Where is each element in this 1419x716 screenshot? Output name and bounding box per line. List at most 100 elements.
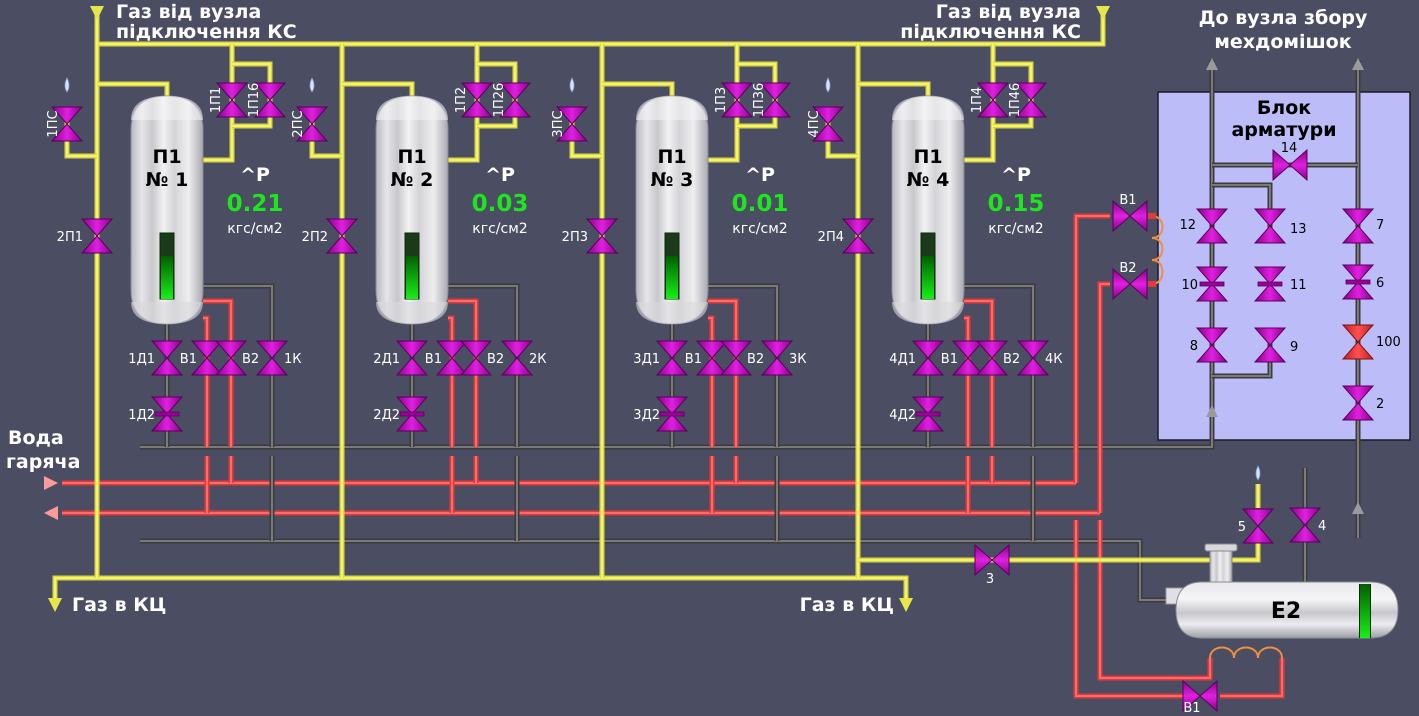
valve-В2-unit1[interactable] [214,340,248,376]
vessel-bottom-cap [892,302,964,324]
valve-e2-3[interactable] [974,543,1010,577]
valve-block-14[interactable] [1272,148,1308,182]
valve-2П4[interactable] [841,218,875,254]
valve-3Д2[interactable] [655,396,689,432]
gas-arrow-down-icon [1096,6,1110,20]
valve-block-12[interactable] [1195,208,1229,244]
valve-label-v1: В1 [180,352,197,367]
valve-block-8-upper-half [1195,327,1229,346]
valve-block-100[interactable] [1341,324,1375,360]
dp-label: ^P [240,164,270,186]
valve-2П3[interactable] [585,218,619,254]
vessel-title: П1 [657,146,686,168]
valve-2ПС[interactable] [295,106,329,142]
valve-1П3[interactable] [720,82,754,118]
valve-В2-unit2[interactable] [459,340,493,376]
valve-e2-3-right-half [991,543,1010,577]
valve-e2-b1[interactable] [1182,679,1218,713]
valve-1П2[interactable] [460,82,494,118]
valve-1Д2[interactable] [150,396,184,432]
valve-2Д2[interactable] [395,396,429,432]
valve-4Д2-gate-bar [915,411,941,417]
valve-block-10-upper-half [1195,266,1229,285]
level-gauge-fill [406,256,418,299]
valve-4Д2-upper-half [911,396,945,415]
valve-1Д1[interactable] [150,340,184,376]
valve-В1-unit3-lower-half [695,357,729,376]
drain-pipe-core [964,285,1034,447]
flow-arrow-up-icon [1352,58,1364,70]
valve-block-6[interactable] [1341,264,1375,300]
drain-pipe [140,538,1178,603]
valve-В1-unit1[interactable] [190,340,224,376]
valve-block-2[interactable] [1341,385,1375,421]
gas-pipe-core [342,83,413,96]
flare-flame-icon [1255,465,1261,481]
valve-label-100: 100 [1376,335,1401,350]
valve-2Д1[interactable] [395,340,429,376]
valve-e2-4[interactable] [1288,507,1322,543]
valve-1П26[interactable] [498,82,532,118]
valve-block-10[interactable] [1195,266,1229,302]
valve-e2-4-lower-half [1288,524,1322,543]
valve-label-12: 12 [1179,218,1196,233]
vessel-title: П1 [397,146,426,168]
water-pipe-core [448,317,453,447]
valve-В2-unit3[interactable] [719,340,753,376]
valve-1ПС[interactable] [50,106,84,142]
valve-1П46[interactable] [1014,82,1048,118]
valve-4К[interactable] [1016,340,1050,376]
valve-block-12-lower-half [1195,225,1229,244]
valve-1П1[interactable] [215,82,249,118]
valve-1К[interactable] [255,340,289,376]
valve-block-100-lower-half [1341,341,1375,360]
valve-3Д1[interactable] [655,340,689,376]
valve-block-2-upper-half [1341,385,1375,404]
valve-1П16[interactable] [253,82,287,118]
valve-3ПС[interactable] [555,106,589,142]
valve-4Д1-upper-half [911,340,945,359]
gas-pipe-core [858,530,1259,561]
valve-1П16-lower-half [253,99,287,118]
valve-1П3-lower-half [720,99,754,118]
valve-4Д1[interactable] [911,340,945,376]
valve-label-3Д2: 3Д2 [633,408,660,423]
valve-block-8[interactable] [1195,327,1229,363]
valve-block-13[interactable] [1253,208,1287,244]
valve-heater-b2[interactable] [1112,267,1148,301]
valve-block-9[interactable] [1253,327,1287,363]
valve-1П2-upper-half [460,82,494,101]
valve-2П2[interactable] [325,218,359,254]
valve-В1-unit4[interactable] [951,340,985,376]
valve-block-6-upper-half [1341,264,1375,283]
dp-value: 0.21 [227,191,284,217]
valve-1П36[interactable] [758,82,792,118]
valve-block-100-upper-half [1341,324,1375,343]
valve-block-11[interactable] [1253,266,1287,302]
valve-4Д2[interactable] [911,396,945,432]
valve-label-4: 4 [1318,519,1326,534]
valve-2К-lower-half [500,357,534,376]
valve-В1-unit2[interactable] [435,340,469,376]
valve-1П4[interactable] [976,82,1010,118]
valve-block-7[interactable] [1341,208,1375,244]
valve-3К[interactable] [760,340,794,376]
valve-e2-5[interactable] [1241,508,1275,544]
vessel-e2[interactable]: E2 [1165,543,1399,639]
valve-1К-upper-half [255,340,289,359]
valve-4Д1-lower-half [911,357,945,376]
valve-В1-unit3[interactable] [695,340,729,376]
valve-В2-unit4[interactable] [975,340,1009,376]
valve-4ПС[interactable] [811,106,845,142]
hot-water-line2: гаряча [6,451,80,473]
e2-nozzle-top [1209,547,1233,587]
valve-2П1[interactable] [80,218,114,254]
valve-2К[interactable] [500,340,534,376]
valve-heater-b1[interactable] [1112,199,1148,233]
valve-4К-lower-half [1016,357,1050,376]
